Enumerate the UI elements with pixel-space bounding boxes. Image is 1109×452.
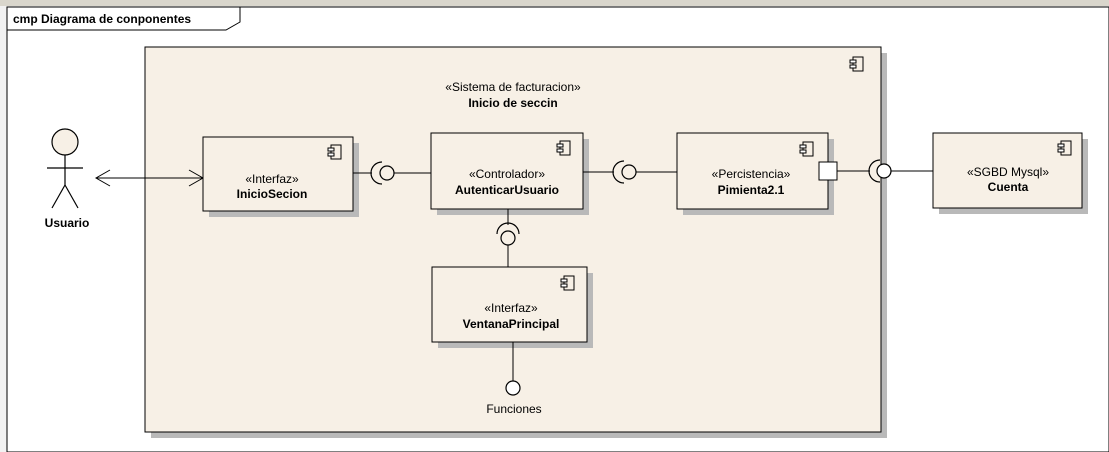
- port-square: [818, 161, 838, 181]
- arrow-head-left: [94, 169, 111, 187]
- component-cuenta[interactable]: «SGBD Mysql» Cuenta: [932, 132, 1088, 214]
- component-stereotype: «Controlador»: [469, 167, 545, 181]
- provided-interface-ball: [505, 380, 521, 396]
- component-iniciosecion[interactable]: «Interfaz» InicioSecion: [202, 136, 359, 217]
- system-stereotype: «Sistema de facturacion»: [445, 80, 581, 94]
- provided-ball: [876, 163, 892, 179]
- actor-right-leg: [64, 184, 79, 209]
- required-socket: [496, 222, 520, 235]
- component-pimienta[interactable]: «Percistencia» Pimienta2.1: [676, 132, 838, 215]
- interface-name: Funciones: [486, 402, 541, 416]
- frame-title: cmp Diagrama de conponentes: [13, 12, 191, 26]
- component-name: Cuenta: [988, 180, 1029, 194]
- component-name: AutenticarUsuario: [455, 183, 559, 197]
- required-socket: [868, 159, 881, 183]
- component-ventanaprincipal[interactable]: «Interfaz» VentanaPrincipal: [431, 266, 593, 348]
- interface-autenticar-ventana: [496, 209, 520, 267]
- component-name: InicioSecion: [237, 187, 308, 201]
- component-stereotype: «Interfaz»: [484, 301, 538, 315]
- interface-funciones[interactable]: Funciones: [486, 342, 542, 416]
- actor-left-leg: [51, 184, 66, 209]
- provided-ball: [621, 164, 637, 180]
- interface-autenticar-pimienta: [583, 160, 677, 184]
- component-name: Pimienta2.1: [718, 183, 785, 197]
- required-socket: [612, 160, 625, 184]
- component-stereotype: «Interfaz»: [245, 172, 299, 186]
- frame-title-tab: [6, 6, 241, 31]
- provided-ball: [500, 230, 516, 246]
- component-name: VentanaPrincipal: [463, 317, 560, 331]
- actor-usuario[interactable]: Usuario: [45, 128, 90, 230]
- required-socket: [370, 161, 383, 185]
- component-autenticarusuario[interactable]: «Controlador» AutenticarUsuario: [430, 132, 589, 215]
- interface-inicio-autenticar: [353, 161, 431, 185]
- interface-pimienta-cuenta: [837, 159, 933, 183]
- system-name: Inicio de seccin: [468, 96, 557, 110]
- provided-ball: [379, 165, 395, 181]
- component-stereotype: «SGBD Mysql»: [967, 165, 1049, 179]
- component-box: [932, 132, 1083, 209]
- actor-name: Usuario: [45, 216, 90, 230]
- window-top-strip: [0, 0, 1109, 6]
- actor-head: [51, 128, 79, 156]
- component-stereotype: «Percistencia»: [712, 167, 791, 181]
